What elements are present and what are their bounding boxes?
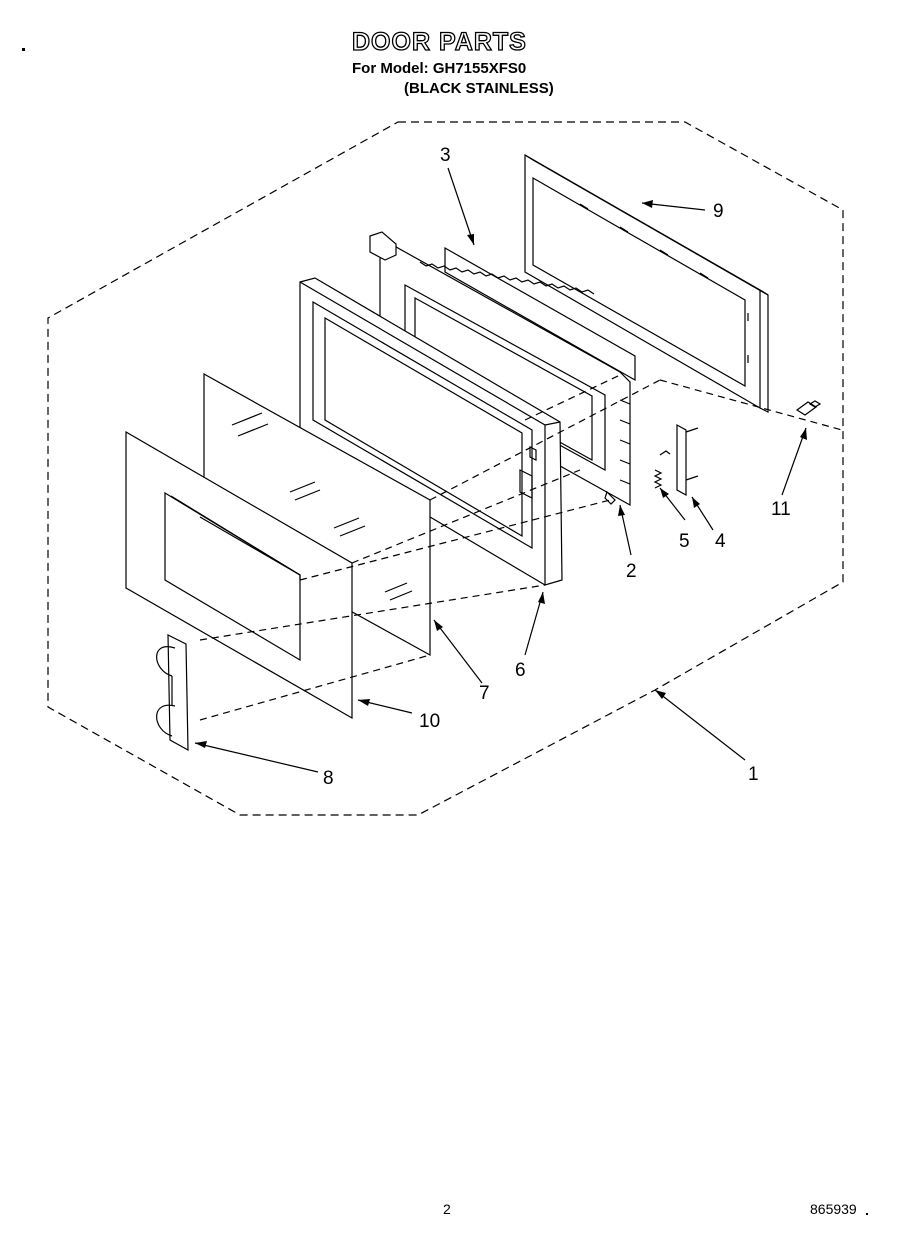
callout-8: 8 <box>323 768 334 789</box>
part-3-choke-plate <box>444 246 636 382</box>
callout-1: 1 <box>748 764 759 785</box>
scan-speck <box>22 48 25 51</box>
callout-4: 4 <box>715 531 726 552</box>
page-title: DOOR PARTS <box>351 27 527 56</box>
callout-5: 5 <box>679 531 690 552</box>
callout-9: 9 <box>713 201 724 222</box>
callout-6: 6 <box>515 660 526 681</box>
leader-arrowheads <box>195 200 807 748</box>
variant-line: (BLACK STAINLESS) <box>404 80 554 97</box>
part-5-spring <box>653 450 671 489</box>
part-10-front-panel <box>125 430 353 720</box>
model-line: For Model: GH7155XFS0 <box>352 60 527 77</box>
callout-7: 7 <box>479 683 490 704</box>
document-number: 865939 <box>810 1201 857 1217</box>
callout-2: 2 <box>626 561 637 582</box>
callout-10: 10 <box>419 711 440 732</box>
scan-speck <box>866 1213 868 1215</box>
page-number: 2 <box>443 1201 451 1217</box>
leader-lines <box>194 167 807 773</box>
assembly-boundary <box>47 121 844 816</box>
part-8-handle <box>156 634 189 752</box>
part-9-choke-frame <box>524 153 769 413</box>
alignment-lines <box>199 374 843 721</box>
part-4-latch <box>676 423 699 497</box>
callout-11: 11 <box>771 499 791 520</box>
part-11-screw <box>795 400 822 416</box>
callout-3: 3 <box>440 145 451 166</box>
